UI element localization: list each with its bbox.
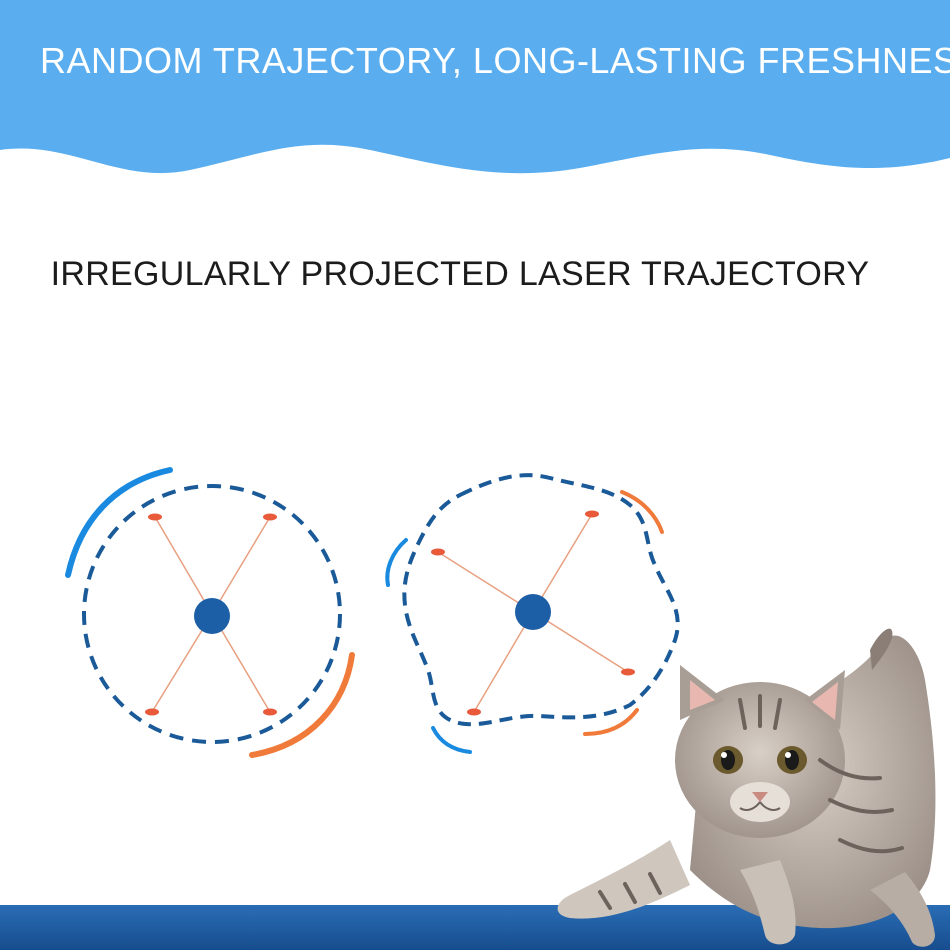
subheadline: IRREGULARLY PROJECTED LASER TRAJECTORY <box>50 255 870 293</box>
laser-hub <box>194 598 230 634</box>
laser-beams <box>437 513 629 713</box>
orange-accent-arc <box>620 490 664 534</box>
orange-accent-arc <box>583 708 639 736</box>
regular-trajectory-diagram <box>65 467 355 758</box>
irregular-trajectory-diagram <box>385 473 680 754</box>
laser-hub <box>515 594 551 630</box>
headline: RANDOM TRAJECTORY, LONG-LASTING FRESHNES… <box>40 40 950 81</box>
wave-header-banner <box>0 0 950 200</box>
laser-dots <box>145 513 277 716</box>
blue-accent-arc <box>385 538 408 587</box>
circular-path <box>82 484 342 744</box>
laser-dots <box>431 510 635 716</box>
irregular-path <box>402 473 680 727</box>
blue-accent-arc <box>431 726 472 754</box>
blue-accent-arc <box>65 467 173 578</box>
kitten-illustration <box>557 628 936 947</box>
orange-accent-arc <box>249 652 355 758</box>
